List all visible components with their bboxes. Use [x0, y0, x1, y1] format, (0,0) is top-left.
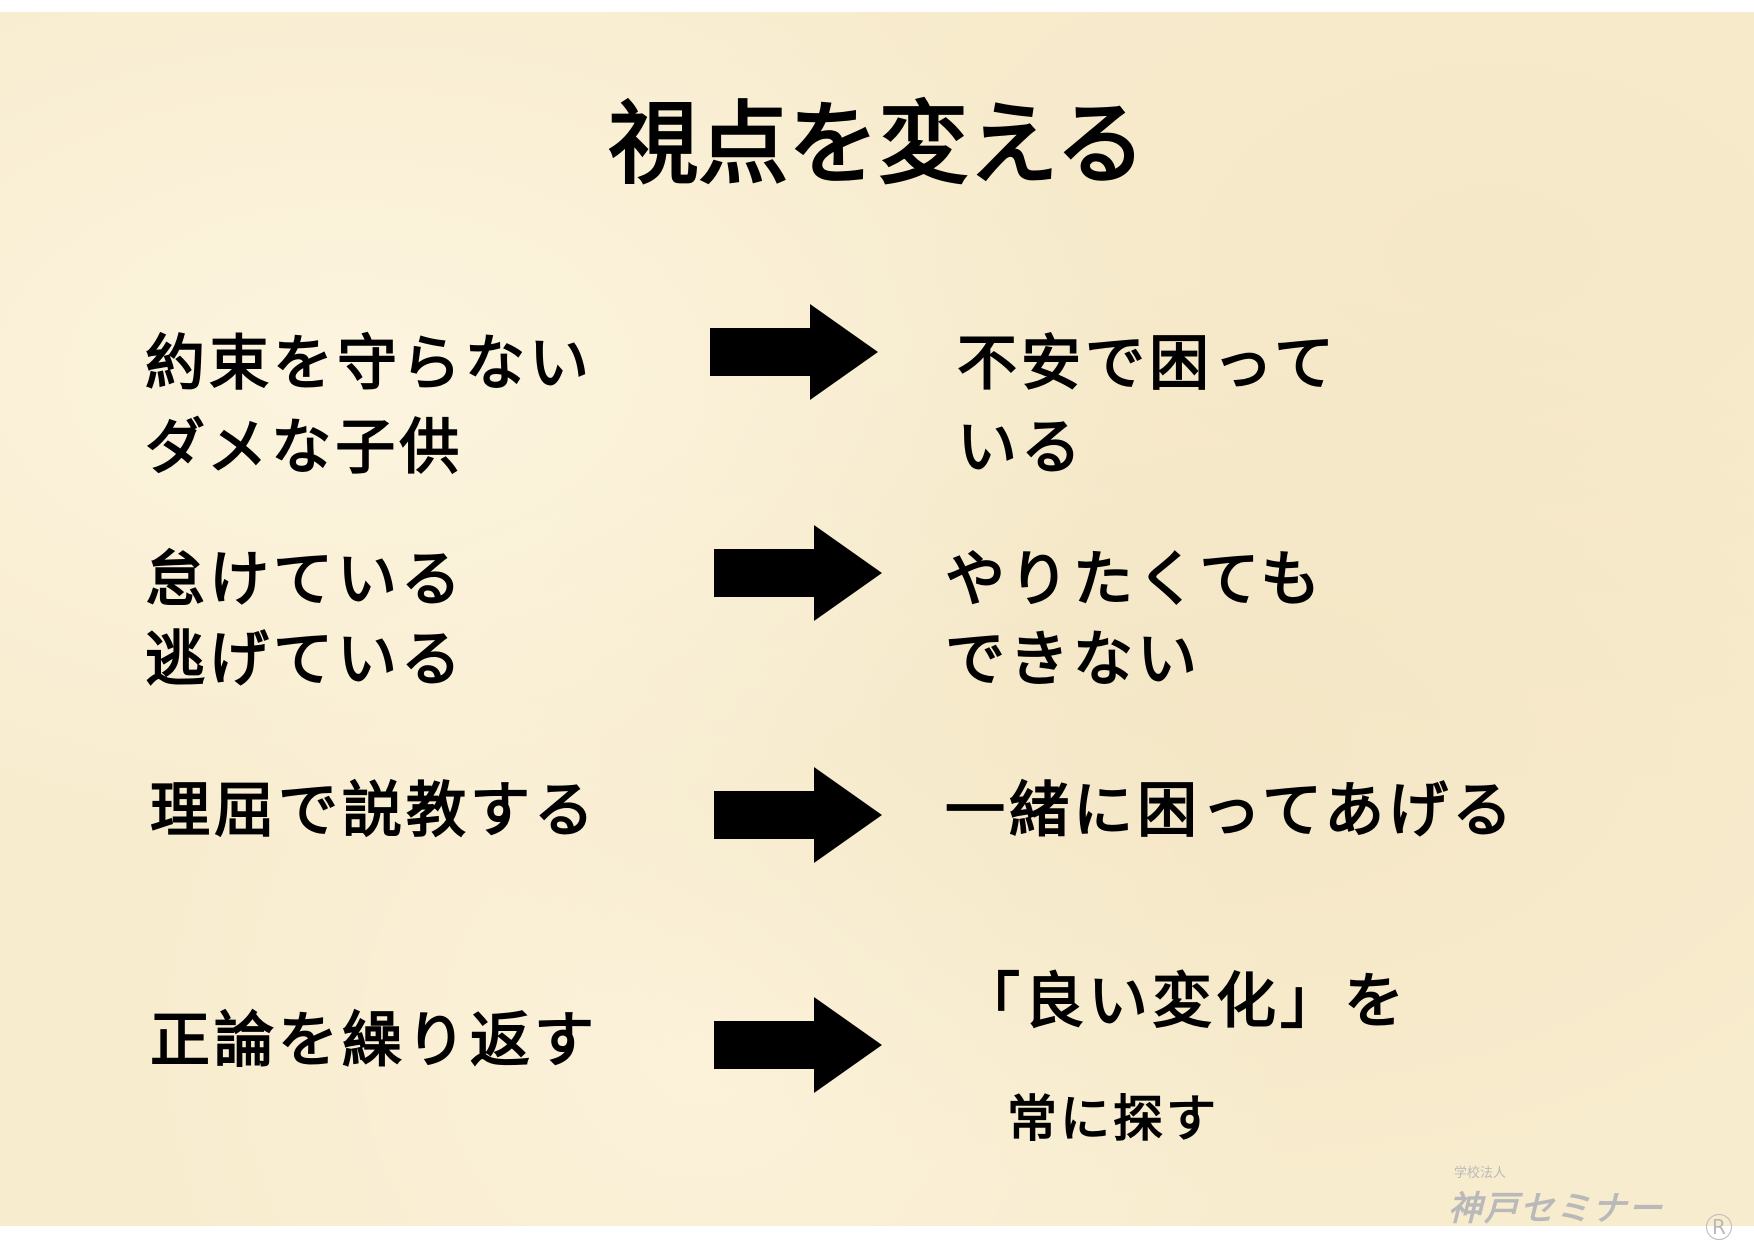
arrow-right-icon: [714, 767, 882, 863]
row1-left-line2: ダメな子供: [145, 413, 464, 483]
row4-right-line1: 「良い変化」を: [960, 967, 1408, 1037]
row2-right-line1: やりたくても: [945, 545, 1325, 615]
logo-subtitle: 学校法人: [1454, 1166, 1507, 1181]
school-logo: 学校法人 神戸セミナー R: [1448, 1162, 1732, 1240]
row2-left-line2: 逃げている: [145, 625, 465, 695]
row1-right-line1: 不安で困って: [957, 329, 1338, 399]
slide-title: 視点を変える: [608, 92, 1146, 197]
row2-left-line1: 怠けている: [145, 545, 465, 615]
row2-right-line2: できない: [945, 625, 1201, 695]
row3-right: 一緒に困ってあげる: [945, 776, 1517, 846]
row3-left: 理屈で説教する: [150, 776, 598, 846]
row4-left: 正論を繰り返す: [150, 1006, 598, 1076]
arrow-right-icon: [714, 525, 882, 621]
row1-left-line1: 約束を守らない: [145, 329, 593, 399]
logo-name: 神戸セミナー: [1448, 1189, 1664, 1229]
slide: 視点を変える 約束を守らない ダメな子供 不安で困って いる 怠けている 逃げて…: [0, 12, 1754, 1240]
registered-mark: R: [1706, 1214, 1732, 1240]
row1-right-line2: いる: [957, 413, 1085, 483]
arrow-right-icon: [710, 304, 878, 400]
arrow-right-icon: [714, 997, 882, 1093]
row4-right-line2: 常に探す: [1007, 1090, 1219, 1148]
